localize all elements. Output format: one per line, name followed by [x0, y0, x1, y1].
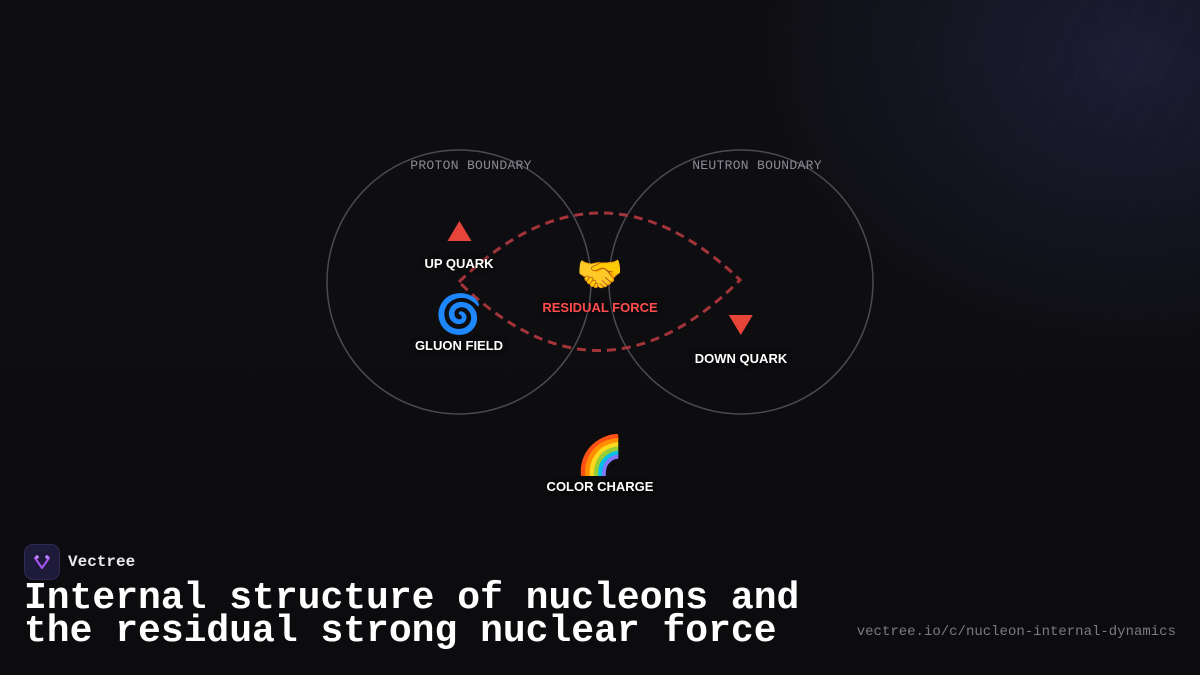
gluon-field-node: 🌀 GLUON FIELD	[415, 296, 503, 353]
down-quark-label: DOWN QUARK	[694, 351, 788, 366]
up-quark-label: UP QUARK	[424, 256, 494, 271]
residual-force-label: RESIDUAL FORCE	[542, 300, 658, 315]
brand: Vectree	[24, 544, 135, 580]
neutron-boundary-circle	[608, 149, 874, 415]
proton-boundary-circle	[326, 149, 592, 415]
page-title: Internal structure of nucleons and the r…	[24, 577, 800, 653]
proton-boundary-label: PROTON BOUNDARY	[410, 158, 532, 173]
color-charge-node: 🌈 COLOR CHARGE	[547, 437, 654, 494]
color-charge-label: COLOR CHARGE	[546, 479, 654, 494]
cyclone-icon: 🌀	[435, 294, 483, 336]
vectree-logo-icon	[24, 544, 60, 580]
rainbow-icon: 🌈	[576, 435, 624, 477]
handshake-icon: 🤝	[576, 254, 624, 296]
background-rays	[680, 0, 1200, 560]
red-triangle-down-icon	[729, 315, 753, 335]
red-triangle-up-icon	[446, 221, 471, 241]
up-quark-node: UP QUARK	[424, 221, 494, 271]
down-quark-node: DOWN QUARK	[695, 315, 787, 366]
residual-force-path	[457, 211, 743, 352]
gluon-field-label: GLUON FIELD	[414, 338, 504, 353]
brand-name: Vectree	[68, 553, 136, 571]
residual-force-node: 🤝 RESIDUAL FORCE	[542, 256, 657, 315]
source-url[interactable]: vectree.io/c/nucleon-internal-dynamics	[856, 624, 1176, 640]
neutron-boundary-label: NEUTRON BOUNDARY	[692, 158, 822, 173]
